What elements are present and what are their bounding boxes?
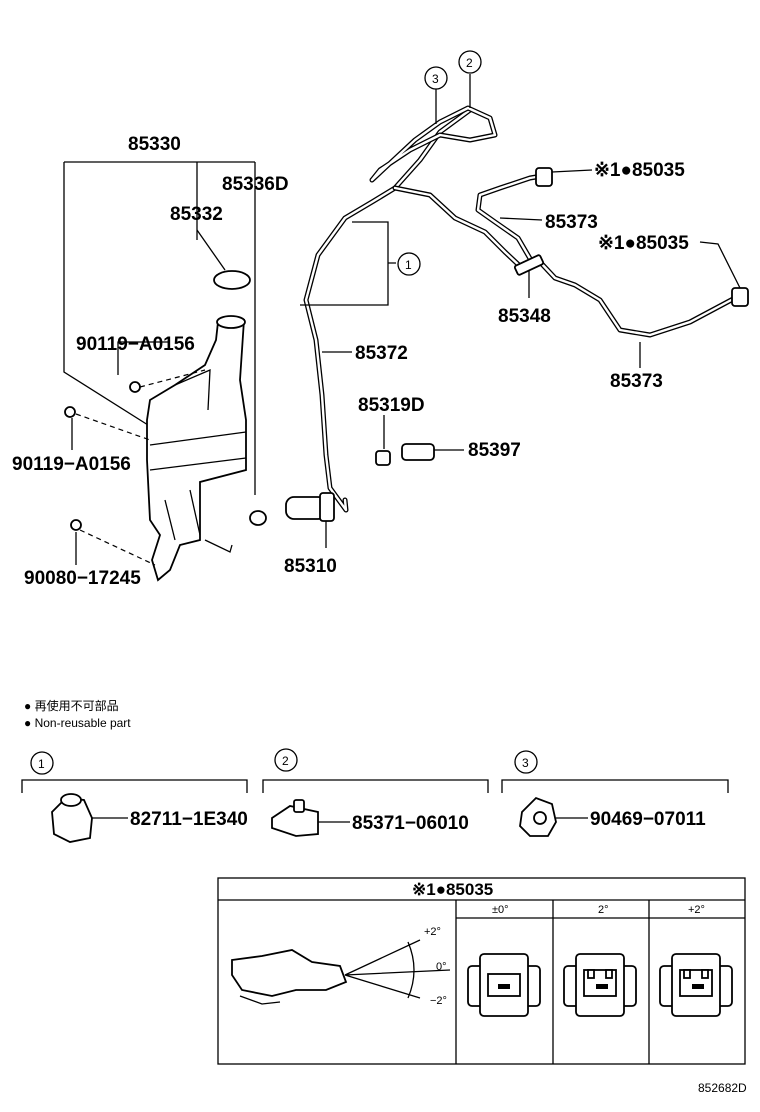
callout-2: 2 [458,50,482,74]
grommet-85336d[interactable] [249,510,267,526]
screw-90119-upper[interactable] [129,381,141,393]
nozzle-connector-2deg [563,953,637,1017]
detail-3: 3 90469−07011 [501,750,729,837]
angle-minus-label: −2° [430,995,447,1007]
legend-english: ● Non-reusable part [24,716,131,730]
label-85372: 85372 [355,343,408,364]
washer-pump-85310[interactable] [285,492,335,548]
level-sensor-85397[interactable] [401,443,464,461]
label-90119-lower: 90119−A0156 [12,454,131,475]
clamp-82711-icon[interactable] [51,793,93,843]
label-85336d: 85336D [222,174,289,195]
label-85397: 85397 [468,440,521,461]
nut-90080[interactable] [70,519,82,531]
washer-nozzle-upper[interactable] [535,167,593,187]
grommet-85319d[interactable] [375,415,391,466]
nozzle-connector-0deg [467,953,541,1017]
svg-text:2: 2 [466,56,473,70]
svg-text:1: 1 [38,757,45,771]
washer-hoses [303,105,738,513]
label-85348: 85348 [498,306,551,327]
label-85371: 85371−06010 [352,813,469,834]
nozzle-side-view [231,939,451,1005]
table-header: ※1●85035 [412,880,493,899]
nozzle-angle-table: ※1●85035 ±0° 2° +2° +2° 0° −2° [217,877,746,1065]
label-85035-upper: ※1●85035 [594,160,685,181]
label-85373-upper: 85373 [545,212,598,233]
label-85332: 85332 [170,204,223,225]
detail-2: 2 85371−06010 [262,748,489,837]
figure-id: 852682D [698,1081,747,1095]
callout-3: 3 [424,66,448,90]
nozzle-connector-plus2deg [659,953,733,1017]
detail-1: 1 82711−1E340 [21,751,248,843]
clip-85371-icon[interactable] [271,799,319,837]
angle-zero-label: 0° [436,961,447,973]
label-85330: 85330 [128,134,181,155]
label-90119-upper: 90119−A0156 [76,334,195,355]
callout-1: 1 [397,252,421,276]
washer-reservoir-group [63,161,267,582]
svg-text:3: 3 [522,756,529,770]
reservoir-cap[interactable] [213,270,251,290]
label-82711: 82711−1E340 [130,809,248,830]
washer-nozzle-lower[interactable] [699,241,749,307]
label-85310: 85310 [284,556,337,577]
svg-text:2: 2 [282,754,289,768]
washer-reservoir-tank[interactable] [146,319,247,582]
legend-japanese: ● 再使用不可部品 [24,698,119,713]
svg-text:1: 1 [405,258,412,272]
col-header-3: +2° [688,904,705,916]
screw-90119-lower[interactable] [64,406,76,418]
col-header-2: 2° [598,904,609,916]
hose-joint-85348[interactable] [513,254,545,298]
label-90080: 90080−17245 [24,568,141,589]
label-85035-lower: ※1●85035 [598,233,689,254]
label-85319d: 85319D [358,395,425,416]
label-90469: 90469−07011 [590,809,706,830]
col-header-1: ±0° [492,904,509,916]
clip-90469-icon[interactable] [519,796,557,837]
svg-text:3: 3 [432,72,439,86]
angle-plus-label: +2° [424,926,441,938]
label-85373-lower: 85373 [610,371,663,392]
